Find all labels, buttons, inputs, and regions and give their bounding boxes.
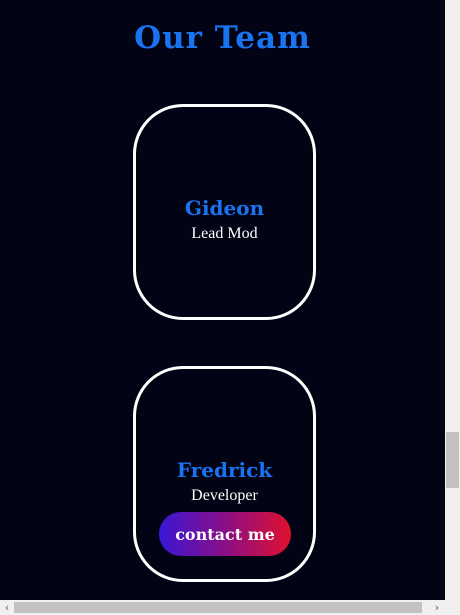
team-card-gideon: Gideon Lead Mod bbox=[133, 104, 316, 320]
vertical-scrollbar[interactable] bbox=[445, 0, 460, 600]
member-name: Gideon bbox=[184, 196, 265, 220]
member-role: Lead Mod bbox=[191, 225, 258, 242]
scroll-left-arrow-icon[interactable]: ‹ bbox=[4, 601, 10, 614]
horizontal-scrollbar-thumb[interactable] bbox=[14, 602, 422, 613]
vertical-scrollbar-thumb[interactable] bbox=[446, 432, 459, 488]
team-card-fredrick: Fredrick Developer contact me bbox=[133, 366, 316, 582]
scroll-right-arrow-icon[interactable]: › bbox=[434, 601, 440, 614]
horizontal-scrollbar[interactable]: ‹ › bbox=[0, 600, 445, 615]
page-title: Our Team bbox=[134, 20, 311, 56]
contact-me-button[interactable]: contact me bbox=[159, 512, 291, 556]
scrollbar-corner bbox=[445, 600, 460, 615]
page-viewport: Our Team Gideon Lead Mod Fredrick Develo… bbox=[0, 0, 445, 600]
member-name: Fredrick bbox=[176, 458, 273, 482]
member-role: Developer bbox=[191, 487, 258, 504]
